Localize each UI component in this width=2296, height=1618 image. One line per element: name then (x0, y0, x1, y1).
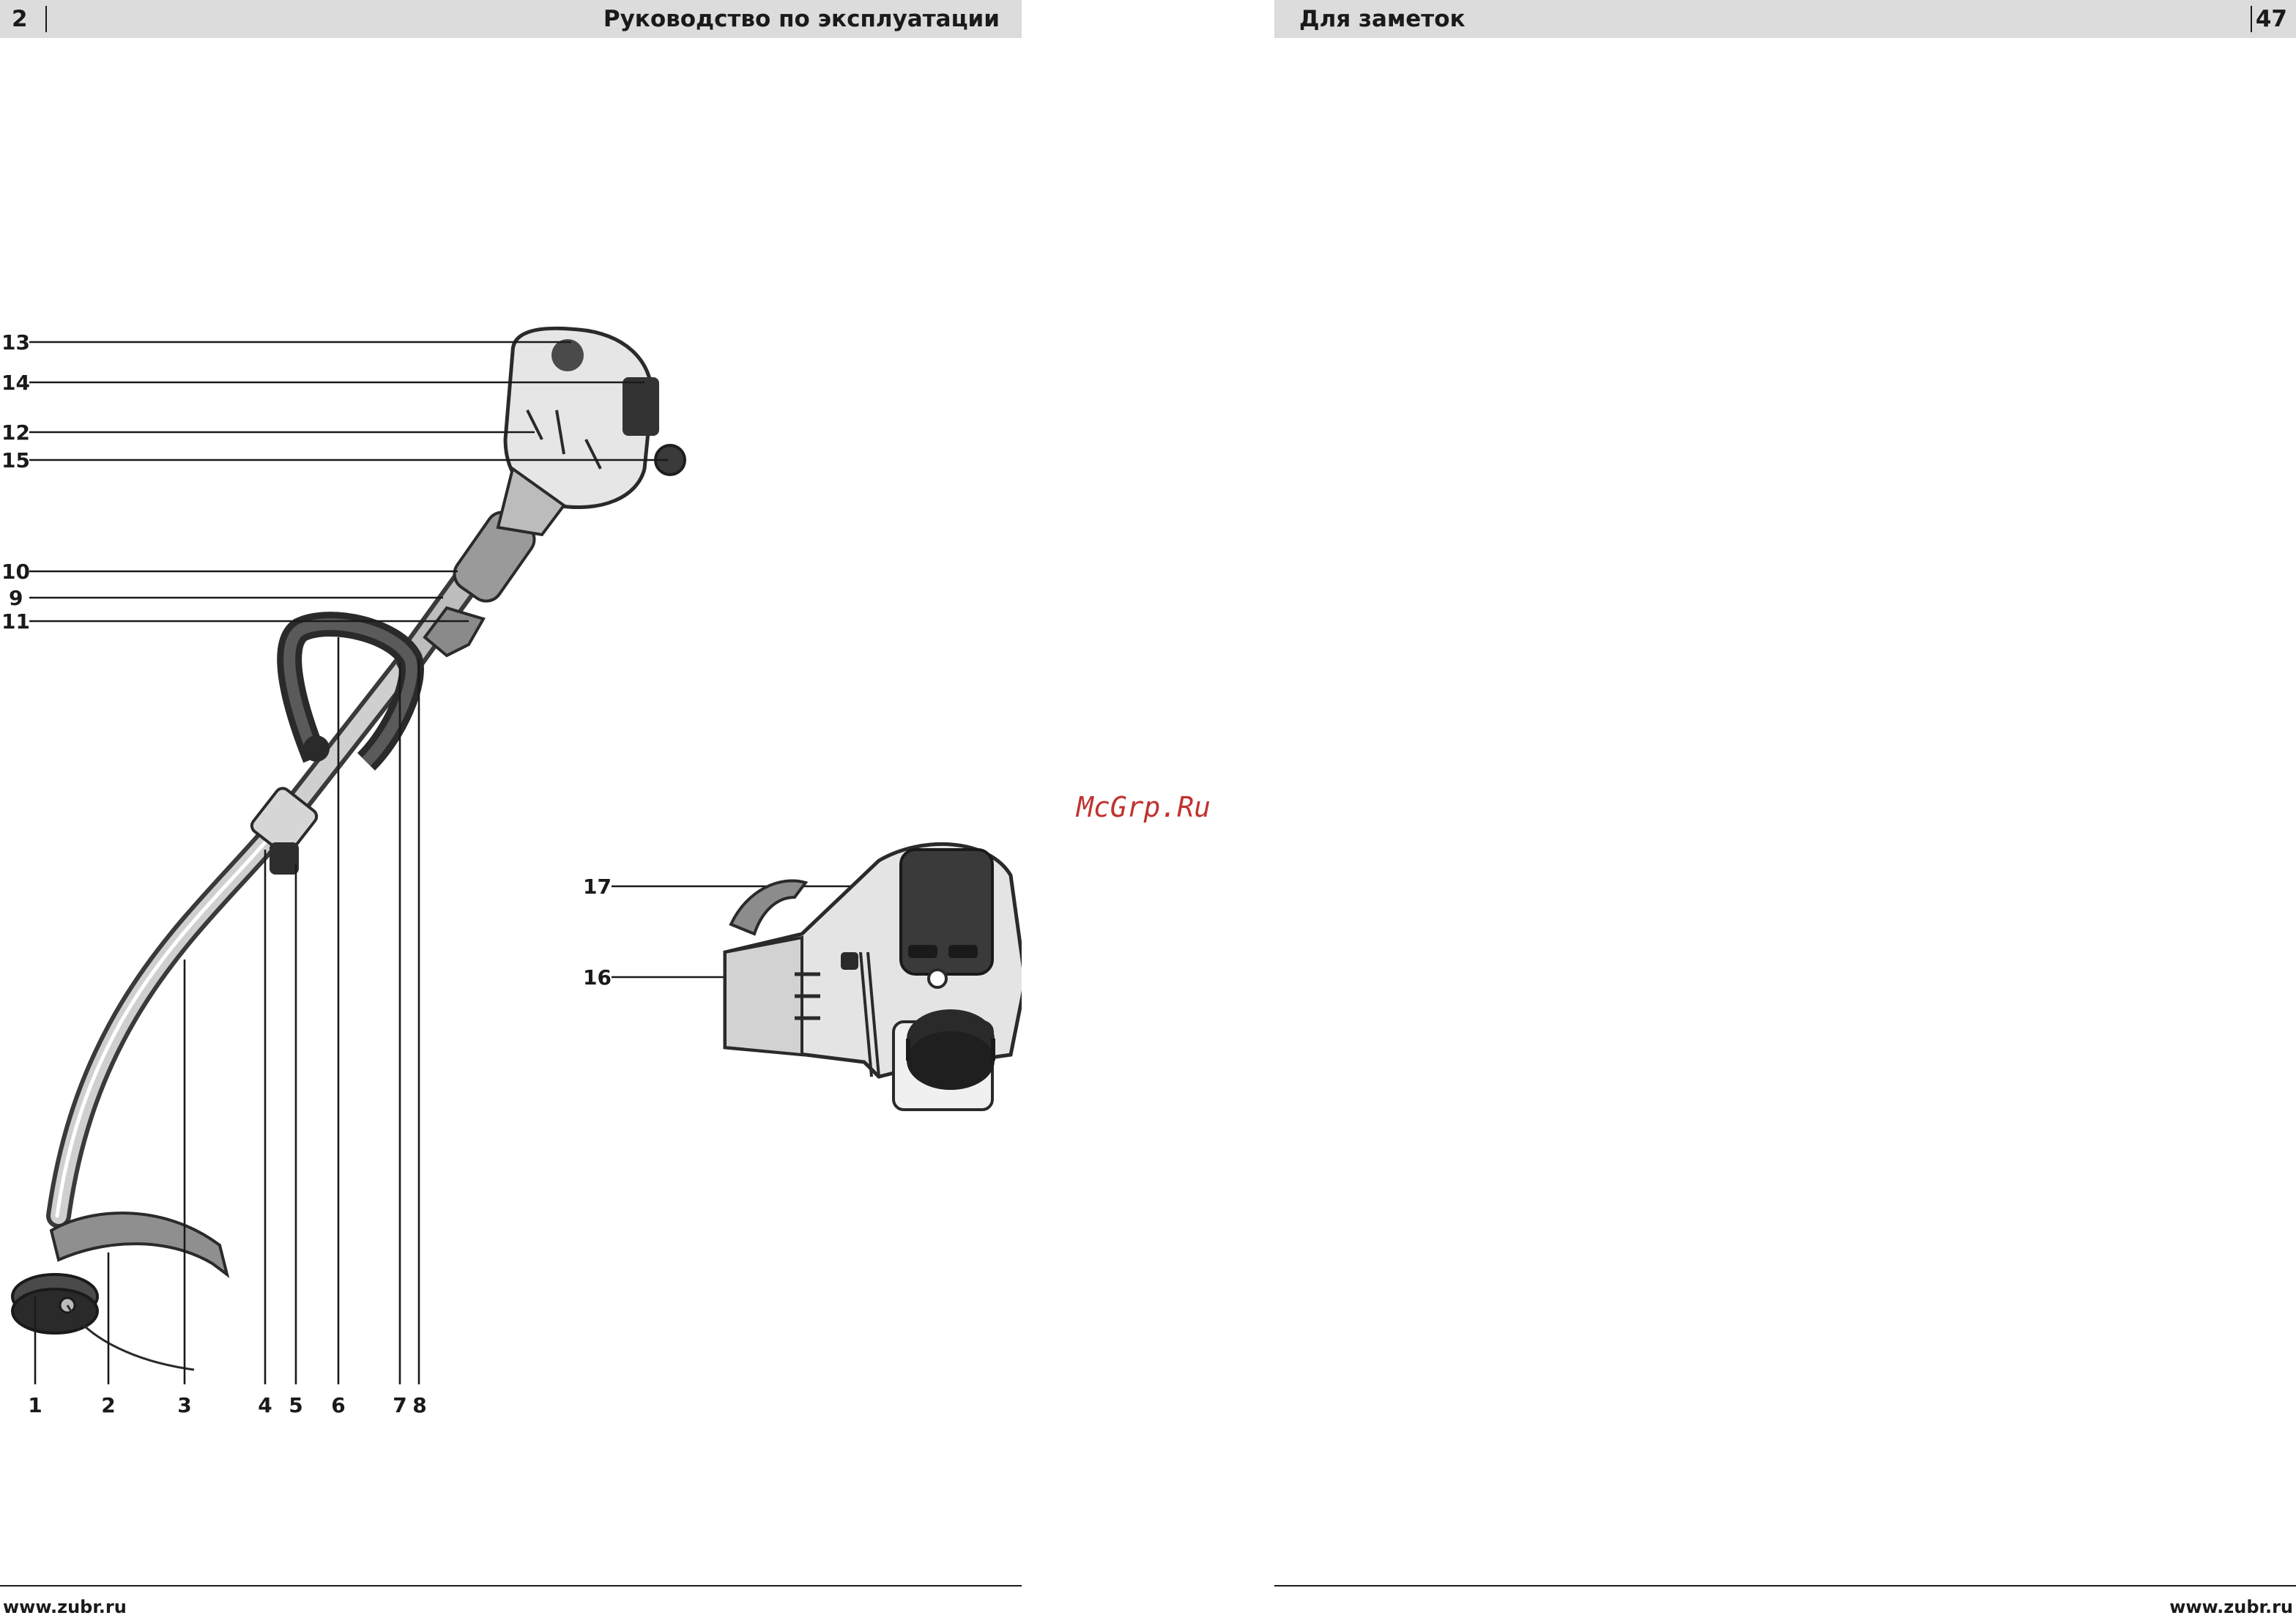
right-header-separator (2251, 6, 2252, 32)
left-footer-url: www.zubr.ru (3, 1597, 127, 1617)
left-footer-rule (0, 1585, 1022, 1587)
callout-6: 6 (331, 1393, 345, 1417)
callout-17: 17 (583, 875, 612, 899)
callout-14: 14 (1, 371, 30, 395)
callout-5: 5 (289, 1393, 302, 1417)
trimmer-drawing (12, 328, 685, 1370)
callout-16: 16 (583, 965, 612, 990)
callout-12: 12 (1, 420, 30, 445)
trimmer-illustration: 1 2 3 4 5 6 7 8 13 14 12 15 10 9 11 17 1… (0, 0, 1022, 1465)
engine-detail-drawing (725, 844, 1022, 1110)
callout-3: 3 (177, 1393, 191, 1417)
right-footer-url: www.zubr.ru (2169, 1597, 2293, 1617)
watermark: McGrp.Ru (1077, 791, 1211, 823)
callout-13: 13 (1, 330, 30, 355)
right-header-title: Для заметок (1299, 4, 1465, 34)
callout-10: 10 (1, 560, 30, 584)
callout-2: 2 (101, 1393, 115, 1417)
callout-9: 9 (9, 586, 23, 610)
callout-11: 11 (1, 609, 30, 634)
right-header-bar: Для заметок 47 (1274, 0, 2296, 38)
callout-15: 15 (1, 448, 30, 472)
callout-4: 4 (258, 1393, 272, 1417)
right-footer-rule (1274, 1585, 2296, 1587)
callout-7: 7 (393, 1393, 406, 1417)
callout-8: 8 (412, 1393, 426, 1417)
callout-1: 1 (28, 1393, 42, 1417)
right-page-number: 47 (2256, 4, 2287, 34)
